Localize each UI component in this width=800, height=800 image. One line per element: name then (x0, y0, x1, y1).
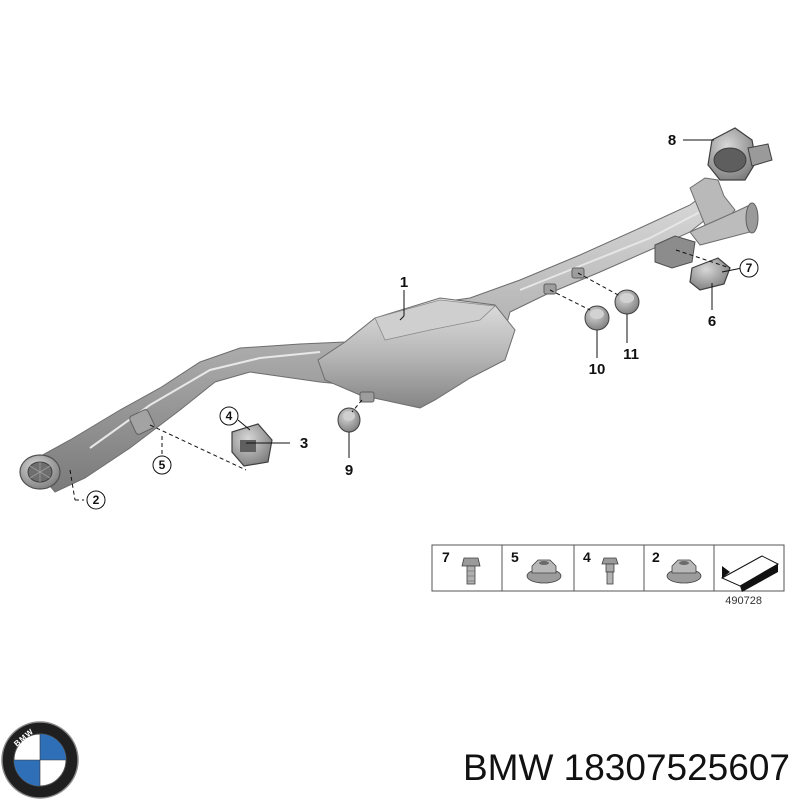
svg-text:4: 4 (226, 409, 233, 423)
legend-number-5: 5 (511, 549, 519, 565)
exhaust-pipe-assembly (19, 177, 759, 493)
rubber-mount-part-10 (584, 305, 610, 331)
bracket-part-3 (231, 423, 273, 467)
callout-circle-2: 2 (86, 490, 106, 510)
flange-mesh (29, 462, 51, 482)
rear-hanger-bracket (654, 235, 696, 269)
legend-number-7: 7 (442, 549, 450, 565)
legend-number-4: 4 (583, 549, 591, 565)
pipe-highlight-rear (519, 211, 701, 291)
callout-10: 10 (589, 361, 606, 378)
bolt-icon (461, 557, 481, 585)
callout-circle-5: 5 (152, 455, 172, 475)
callout-1: 1 (400, 274, 408, 291)
pipe-bracket-front (129, 409, 155, 435)
stud-bolt-icon (601, 557, 619, 585)
callout-labels: 1 8 3 6 10 11 9 4 5 2 7 (86, 132, 759, 510)
svg-text:7: 7 (746, 261, 753, 275)
brand-caption: BMW 18307525607 (463, 747, 790, 788)
legend-number-2: 2 (652, 549, 660, 565)
clamp-part-8 (707, 127, 773, 181)
orientation-arrow-icon (720, 555, 780, 592)
pipe-bracket-rear-a (543, 283, 557, 295)
hardware-legend: 7 5 4 2 (431, 544, 785, 607)
bmw-logo: BMW (1, 721, 79, 799)
pipe-bracket-mid (359, 391, 375, 403)
hanger-part-6 (689, 257, 731, 291)
rubber-mount-part-11 (614, 289, 640, 315)
svg-text:5: 5 (159, 458, 166, 472)
callout-6: 6 (708, 313, 716, 330)
callout-3: 3 (300, 435, 308, 452)
callout-8: 8 (668, 132, 676, 149)
flange-nut-icon (526, 559, 562, 584)
flange-nut-icon (666, 559, 702, 584)
converter-shoulder (374, 299, 496, 341)
svg-text:2: 2 (93, 493, 100, 507)
leader-lines (69, 139, 743, 501)
callout-circle-7: 7 (739, 258, 759, 278)
callout-9: 9 (345, 462, 353, 479)
catalytic-converter (317, 297, 516, 409)
callout-11: 11 (623, 346, 639, 363)
callout-circle-4: 4 (219, 406, 239, 426)
rubber-mount-part-9 (337, 407, 361, 433)
diagram-number: 490728 (725, 595, 762, 607)
rear-outlet (745, 202, 759, 234)
